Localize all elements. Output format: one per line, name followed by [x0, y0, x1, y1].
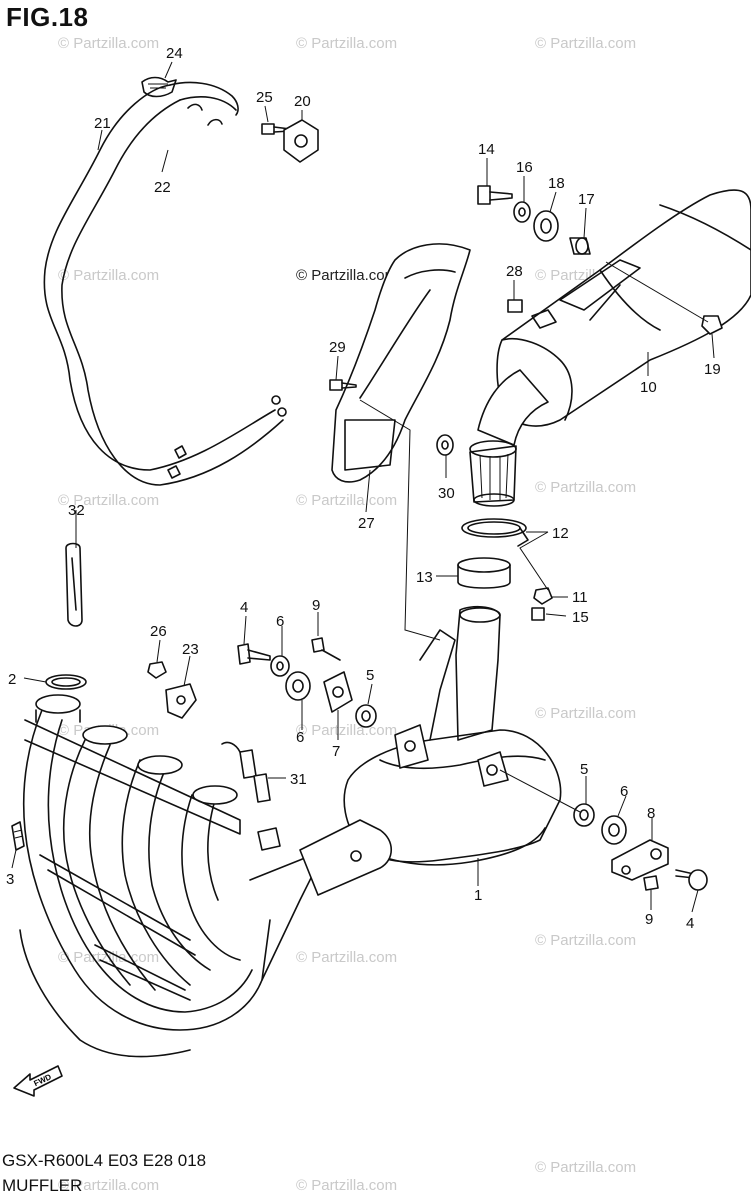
watermark: © Partzilla.com [296, 35, 397, 52]
callout-8: 8 [647, 805, 655, 822]
link-pipe [469, 369, 549, 507]
watermark: © Partzilla.com [296, 949, 397, 966]
watermark: © Partzilla.com [535, 35, 636, 52]
watermark: © Partzilla.com [58, 492, 159, 509]
bolt-part-4-right [675, 869, 708, 891]
callout-4-left: 4 [240, 599, 248, 616]
grommet-part-18 [533, 210, 559, 242]
watermark: © Partzilla.com [58, 35, 159, 52]
cover-part-20 [283, 119, 319, 163]
callout-11: 11 [572, 589, 588, 606]
callout-9-right: 9 [645, 911, 653, 928]
callout-24: 24 [166, 45, 183, 62]
watermark: © Partzilla.com [296, 722, 397, 739]
callout-18: 18 [548, 175, 565, 192]
clip-part-24 [141, 76, 177, 98]
watermark: © Partzilla.com [535, 479, 636, 496]
bracket-part-7 [321, 649, 353, 713]
leader-lines [11, 61, 715, 913]
grommet-part-6-right [601, 815, 627, 845]
callout-5-right: 5 [580, 761, 588, 778]
callout-27: 27 [358, 515, 375, 532]
callout-26: 26 [150, 623, 167, 640]
watermark: © Partzilla.com [296, 267, 397, 284]
grommet-part-6-left [285, 671, 311, 701]
washer-part-30 [436, 434, 454, 456]
callout-22: 22 [154, 179, 171, 196]
cable-assembly [43, 81, 287, 486]
callout-4-right: 4 [686, 915, 694, 932]
stud-part-3 [11, 821, 25, 851]
gasket-part-13 [457, 557, 511, 589]
nut-part-19 [701, 315, 723, 335]
callout-14: 14 [478, 141, 495, 158]
heat-shield-part-27 [331, 243, 471, 483]
callout-32: 32 [68, 502, 85, 519]
watermark: © Partzilla.com [296, 492, 397, 509]
callout-28: 28 [506, 263, 523, 280]
bolt-part-9-right [643, 875, 659, 891]
collar-part-5-left [355, 704, 377, 728]
callout-13: 13 [416, 569, 433, 586]
section-name: MUFFLER [2, 1176, 83, 1195]
watermark: © Partzilla.com [296, 1177, 397, 1194]
collar-part-5-right [573, 803, 595, 827]
forward-arrow-icon: FWD [13, 1065, 63, 1097]
watermark: © Partzilla.com [58, 267, 159, 284]
callout-29: 29 [329, 339, 346, 356]
strap-part-32 [65, 542, 83, 627]
bolt-part-29 [329, 379, 357, 391]
callout-15: 15 [572, 609, 589, 626]
callout-20: 20 [294, 93, 311, 110]
clip-part-28 [507, 299, 523, 313]
callout-16: 16 [516, 159, 533, 176]
bracket-part-8 [611, 839, 669, 881]
bolt-part-9-left [311, 637, 325, 653]
callout-3: 3 [6, 871, 14, 888]
watermark: © Partzilla.com [535, 932, 636, 949]
sensor-part-31 [221, 741, 271, 803]
figure-title: FIG.18 [6, 2, 89, 32]
washer-part-6-left [270, 655, 290, 677]
callout-30: 30 [438, 485, 455, 502]
callout-5-left: 5 [366, 667, 374, 684]
callout-labels: 24 25 20 21 22 14 16 18 17 28 29 10 19 3… [6, 45, 721, 932]
exhaust-headers [19, 694, 393, 1058]
bracket-part-23 [165, 683, 197, 719]
callout-21: 21 [94, 115, 111, 132]
callout-1: 1 [474, 887, 482, 904]
callout-7: 7 [332, 743, 340, 760]
gasket-part-2 [45, 674, 87, 690]
callout-19: 19 [704, 361, 721, 378]
bolt-part-14 [477, 185, 513, 205]
callout-17: 17 [578, 191, 595, 208]
callout-12: 12 [552, 525, 569, 542]
muffler-part-10 [496, 189, 751, 427]
callout-6-left-upper: 6 [276, 613, 284, 630]
bolt-part-15 [531, 607, 545, 621]
washer-part-16 [513, 201, 531, 223]
callout-9-left: 9 [312, 597, 320, 614]
nut-part-11 [533, 587, 553, 605]
callout-25: 25 [256, 89, 273, 106]
callout-6-right: 6 [620, 783, 628, 800]
callout-2: 2 [8, 671, 16, 688]
watermark: © Partzilla.com [535, 705, 636, 722]
nut-part-26 [147, 661, 167, 679]
collar-part-17 [569, 237, 591, 255]
callout-23: 23 [182, 641, 199, 658]
callout-10: 10 [640, 379, 657, 396]
bolt-part-4-left [237, 643, 271, 665]
model-code: GSX-R600L4 E03 E28 018 [2, 1151, 207, 1170]
callout-6-left-lower: 6 [296, 729, 304, 746]
watermark: © Partzilla.com [535, 1159, 636, 1176]
clamp-part-12 [461, 518, 529, 547]
callout-31: 31 [290, 771, 307, 788]
watermark: © Partzilla.com [58, 1177, 159, 1194]
